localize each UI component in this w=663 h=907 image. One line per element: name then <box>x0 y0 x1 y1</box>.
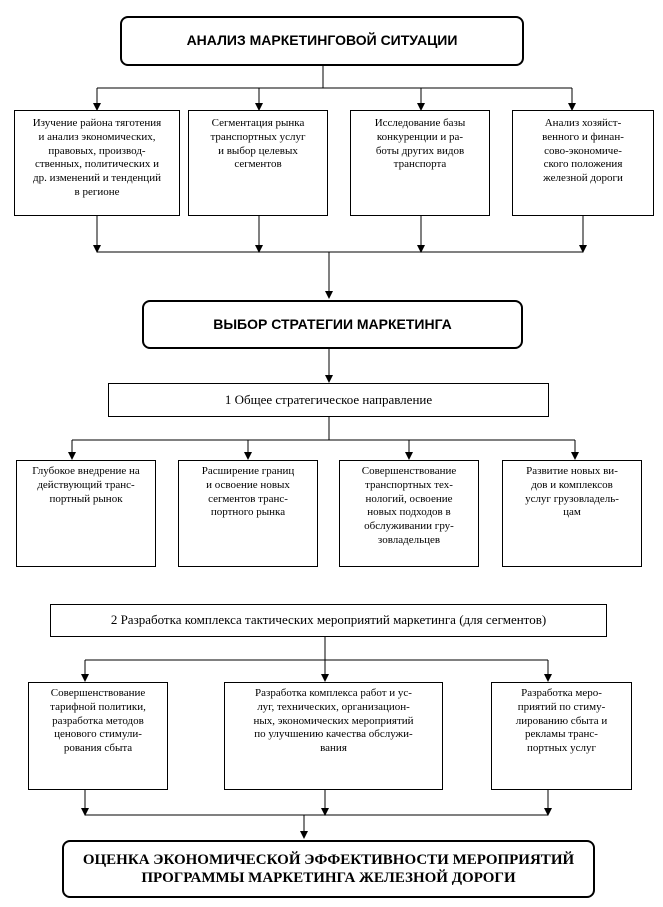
direction-text-1: Глубокое внедрение на действующий транс-… <box>32 465 140 505</box>
tactic-text-1: Совершенствование тарифной политики, раз… <box>50 687 146 754</box>
direction-text-4: Развитие новых ви- дов и комплексов услу… <box>525 465 619 519</box>
analysis-box-2: Сегментация рынка транспортных услуг и в… <box>188 110 328 216</box>
analysis-box-3: Исследование базы конкуренции и ра- боты… <box>350 110 490 216</box>
final-box: ОЦЕНКА ЭКОНОМИЧЕСКОЙ ЭФФЕКТИВНОСТИ МЕРОП… <box>62 840 595 898</box>
tactic-box-1: Совершенствование тарифной политики, раз… <box>28 682 168 790</box>
analysis-box-4: Анализ хозяйст- венного и финан- сово-эк… <box>512 110 654 216</box>
analysis-text-4: Анализ хозяйст- венного и финан- сово-эк… <box>542 117 624 184</box>
direction-box-2: Расширение границ и освоение новых сегме… <box>178 460 318 567</box>
tactic-box-3: Разработка меро- приятий по стиму- лиров… <box>491 682 632 790</box>
top-title-box: АНАЛИЗ МАРКЕТИНГОВОЙ СИТУАЦИИ <box>120 16 524 66</box>
analysis-text-1: Изучение района тяготения и анализ эконо… <box>32 117 162 198</box>
analysis-text-2: Сегментация рынка транспортных услуг и в… <box>210 117 306 171</box>
tactic-box-2: Разработка комплекса работ и ус- луг, те… <box>224 682 443 790</box>
analysis-text-3: Исследование базы конкуренции и ра- боты… <box>374 117 466 171</box>
direction-text-3: Совершенствование транспортных тех- ноло… <box>361 465 457 546</box>
direction-text-2: Расширение границ и освоение новых сегме… <box>201 465 295 519</box>
tactic-text-3: Разработка меро- приятий по стиму- лиров… <box>515 687 608 754</box>
strategy-box: ВЫБОР СТРАТЕГИИ МАРКЕТИНГА <box>142 300 523 349</box>
strategy-title: ВЫБОР СТРАТЕГИИ МАРКЕТИНГА <box>213 315 452 332</box>
direction-title: 1 Общее стратегическое направление <box>224 391 433 407</box>
tactics-title: 2 Разработка комплекса тактических мероп… <box>110 612 547 628</box>
final-title: ОЦЕНКА ЭКОНОМИЧЕСКОЙ ЭФФЕКТИВНОСТИ МЕРОП… <box>82 852 575 886</box>
tactic-text-2: Разработка комплекса работ и ус- луг, те… <box>253 687 414 754</box>
direction-box: 1 Общее стратегическое направление <box>108 383 549 417</box>
tactics-box: 2 Разработка комплекса тактических мероп… <box>50 604 607 637</box>
direction-box-1: Глубокое внедрение на действующий транс-… <box>16 460 156 567</box>
analysis-box-1: Изучение района тяготения и анализ эконо… <box>14 110 180 216</box>
direction-box-3: Совершенствование транспортных тех- ноло… <box>339 460 479 567</box>
direction-box-4: Развитие новых ви- дов и комплексов услу… <box>502 460 642 567</box>
top-title: АНАЛИЗ МАРКЕТИНГОВОЙ СИТУАЦИИ <box>186 32 458 49</box>
